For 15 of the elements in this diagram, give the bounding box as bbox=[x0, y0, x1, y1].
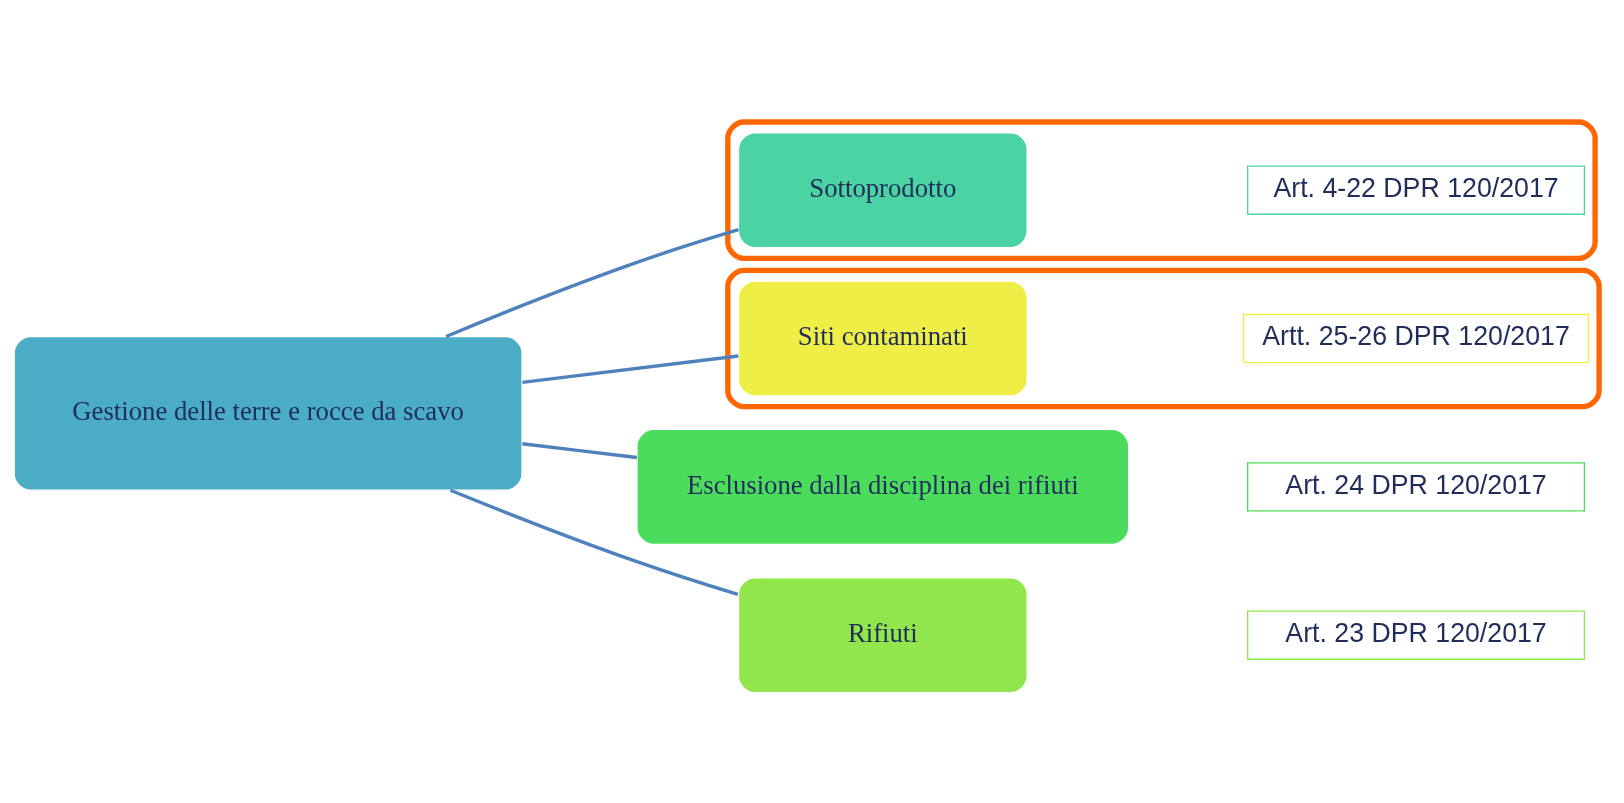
connector bbox=[445, 227, 739, 338]
node-box: Siti contaminati bbox=[737, 279, 1028, 397]
connector bbox=[522, 441, 638, 459]
node-box: Gestione delle terre e rocce da scavo bbox=[13, 335, 523, 491]
connector bbox=[449, 488, 739, 596]
connector bbox=[522, 353, 739, 384]
node-box: Artt. 25-26 DPR 120/2017 bbox=[1242, 313, 1590, 363]
node-box: Rifiuti bbox=[737, 576, 1028, 693]
cluster bbox=[725, 118, 1598, 261]
node-box: Art. 24 DPR 120/2017 bbox=[1247, 461, 1586, 512]
node-box: Art. 4-22 DPR 120/2017 bbox=[1247, 164, 1586, 215]
node-box: Esclusione dalla disciplina dei rifiuti bbox=[636, 428, 1130, 545]
cluster bbox=[725, 267, 1602, 409]
node-box: Sottoprodotto bbox=[737, 131, 1028, 248]
node-box: Art. 23 DPR 120/2017 bbox=[1247, 609, 1586, 660]
